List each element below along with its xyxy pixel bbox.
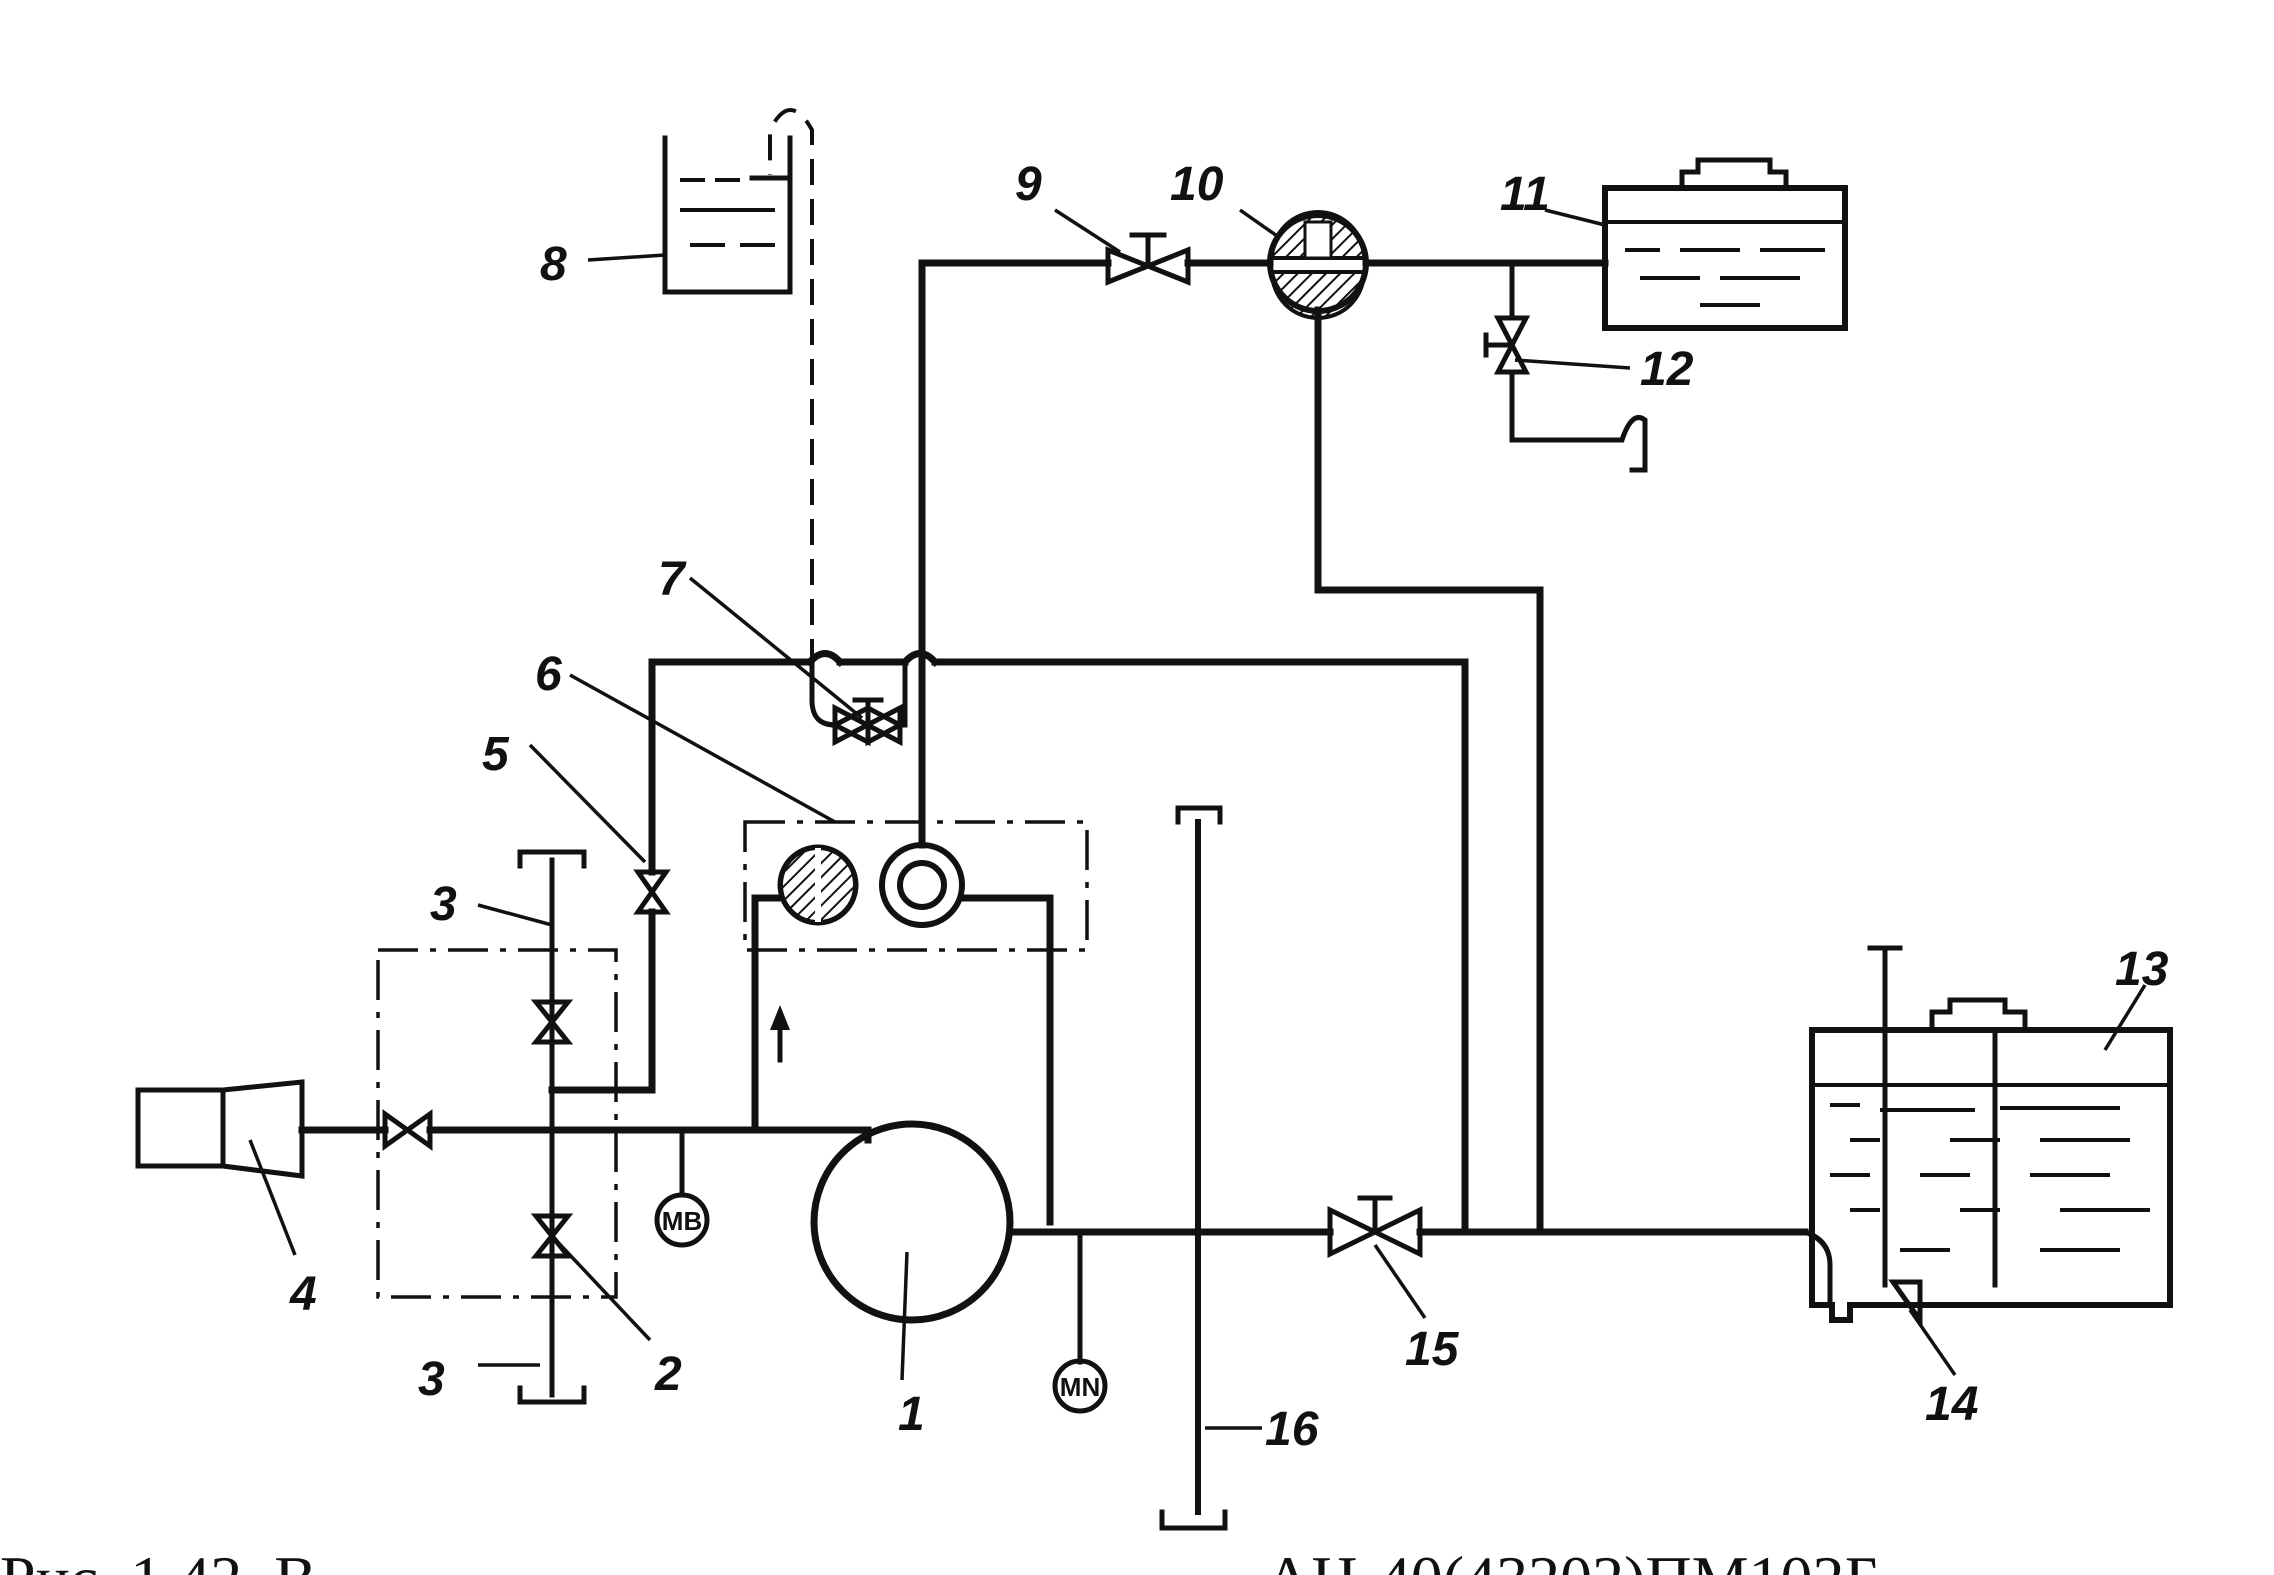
caption-right: АЦ-40(43202)ПМ102Б (1265, 1543, 1881, 1575)
valve-7 (809, 659, 908, 747)
gauge-inlet-label: MB (662, 1206, 702, 1236)
label-1: 1 (898, 1388, 925, 1441)
label-6: 6 (535, 648, 562, 701)
tank-13 (1809, 945, 2173, 1323)
label-3-bottom: 3 (418, 1353, 445, 1406)
gauge-outlet-label: MN (1060, 1372, 1100, 1402)
siphon-line-8 (749, 108, 814, 665)
suction-line (382, 1109, 872, 1151)
discharge-line (1006, 1195, 1833, 1303)
filter-14 (1888, 1279, 1923, 1328)
vacuum-line-9 (918, 232, 1274, 849)
gauge-outlet: MN (1052, 1229, 1108, 1414)
label-11: 11 (1500, 168, 1550, 221)
distributor-10 (1267, 210, 1609, 1236)
label-8: 8 (540, 238, 567, 291)
label-5: 5 (482, 728, 510, 781)
valve-12 (1483, 260, 1648, 473)
label-4: 4 (289, 1268, 317, 1321)
label-15: 15 (1405, 1323, 1460, 1376)
caption-left: Рис. 1.42. В (0, 1543, 317, 1575)
label-9: 9 (1015, 158, 1042, 211)
leader-lines (248, 208, 2147, 1430)
label-12: 12 (1640, 343, 1694, 396)
label-10: 10 (1170, 158, 1224, 211)
suction-valve (382, 1109, 433, 1151)
gauge-inlet: MB (654, 1127, 710, 1248)
label-7: 7 (658, 553, 687, 606)
label-2: 2 (654, 1348, 682, 1401)
label-16: 16 (1265, 1403, 1319, 1456)
tank-11 (1602, 157, 1848, 331)
shaft-16 (1159, 805, 1228, 1531)
label-3-top: 3 (430, 878, 457, 931)
valve-assembly-2 (517, 849, 587, 1405)
pump-1 (810, 1120, 1014, 1324)
valve-box-left (376, 948, 618, 1299)
tank-8 (662, 135, 793, 295)
nozzle-4 (135, 1079, 389, 1179)
label-13: 13 (2115, 943, 2169, 996)
vacuum-unit-6 (743, 820, 1089, 1226)
label-14: 14 (1925, 1378, 1978, 1431)
